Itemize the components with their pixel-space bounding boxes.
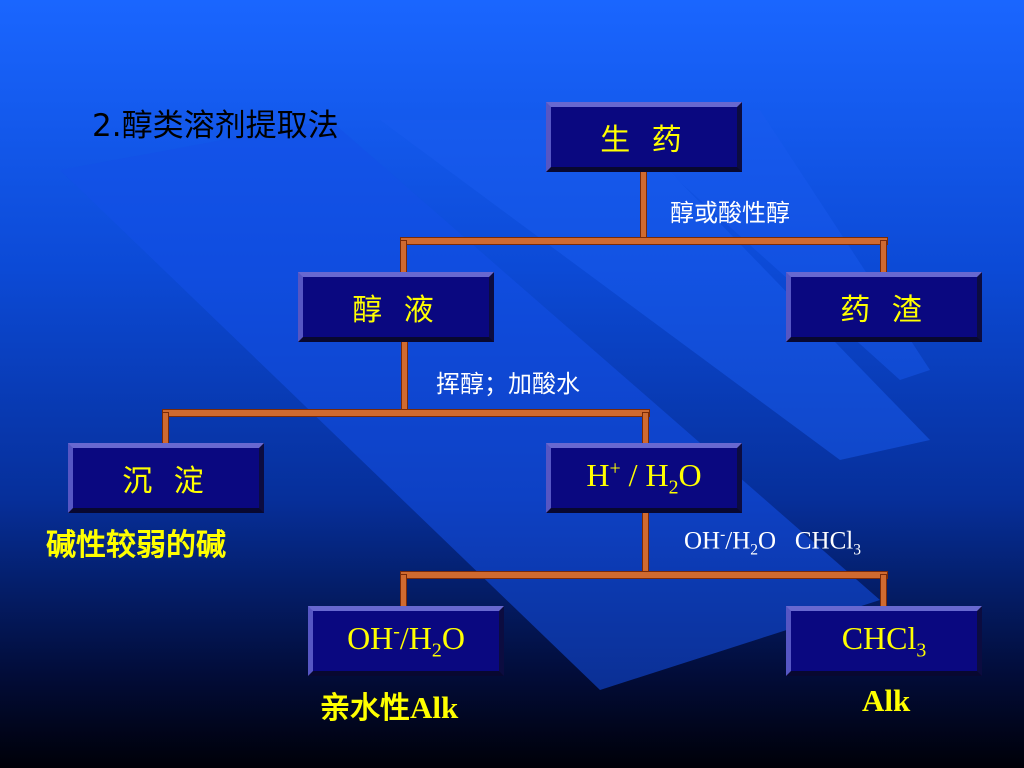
- connector: [642, 510, 649, 575]
- node-residue: 药 渣: [786, 272, 982, 342]
- node-acid-water: H+ / H2O: [546, 443, 742, 513]
- node-precipitate: 沉 淀: [68, 443, 264, 513]
- node-acid-water-text: H+ / H2O: [586, 456, 702, 499]
- node-chcl3-text: CHCl3: [841, 619, 927, 662]
- connector: [401, 340, 408, 412]
- connector: [400, 237, 888, 245]
- edge-label-evaporate-acidify: 挥醇；加酸水: [436, 370, 580, 398]
- connector: [162, 409, 650, 417]
- slide-title: 2.醇类溶剂提取法: [92, 108, 339, 144]
- connector: [400, 571, 888, 579]
- edge-label-extraction: 醇或酸性醇: [670, 199, 790, 227]
- result-weak-base: 碱性较弱的碱: [46, 528, 226, 563]
- connector: [640, 170, 647, 240]
- node-oh-water-text: OH-/H2O: [347, 619, 465, 662]
- result-alk: Alk: [862, 683, 911, 718]
- node-oh-water: OH-/H2O: [308, 606, 504, 676]
- edge-label-partition: OH-/H2O CHCl3: [684, 526, 861, 559]
- node-chcl3: CHCl3: [786, 606, 982, 676]
- connector: [162, 412, 169, 444]
- connector: [400, 574, 407, 608]
- connector: [880, 574, 887, 608]
- result-hydrophilic-alk: 亲水性Alk: [320, 690, 459, 726]
- node-alcohol-liquid: 醇 液: [298, 272, 494, 342]
- connector: [642, 412, 649, 444]
- node-crude-drug: 生 药: [546, 102, 742, 172]
- connector: [880, 240, 887, 275]
- connector: [400, 240, 407, 275]
